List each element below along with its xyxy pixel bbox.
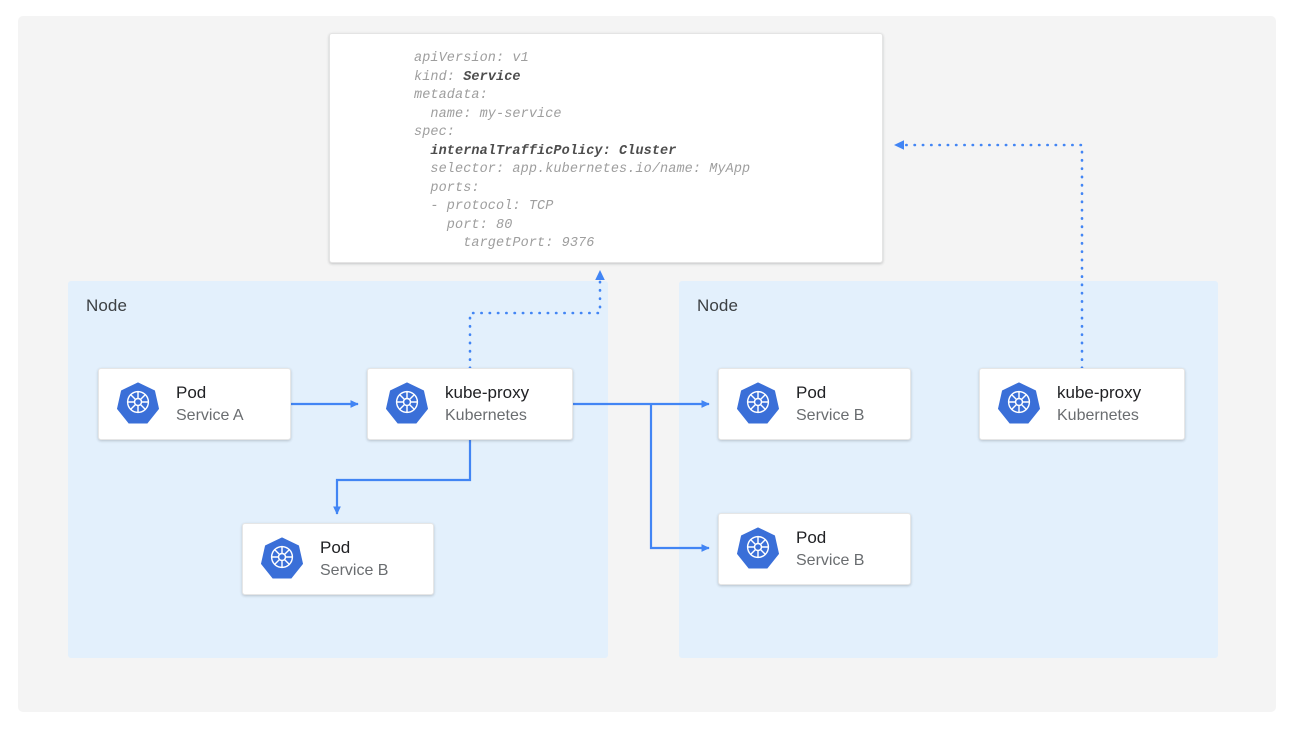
card-subtitle: Service B — [320, 561, 389, 579]
yaml-line-ports: ports: — [430, 180, 480, 196]
yaml-line-internaltrafficpolicy: internalTrafficPolicy: Cluster — [430, 143, 677, 159]
yaml-line-port: port: 80 — [446, 217, 513, 233]
card-text: Pod Service B — [796, 528, 864, 570]
node-container-right — [679, 281, 1218, 658]
yaml-line-targetport: targetPort: 9376 — [414, 236, 595, 251]
service-manifest-panel: apiVersion: v1 kind: Service metadata: n… — [329, 33, 883, 263]
card-text: Pod Service B — [320, 538, 388, 580]
card-subtitle: Kubernetes — [1057, 406, 1139, 424]
card-title: Pod — [320, 537, 351, 557]
card-text: kube-proxy Kubernetes — [1057, 383, 1141, 425]
card-pod-service-b-left[interactable]: Pod Service B — [242, 523, 434, 595]
card-text: Pod Service B — [796, 383, 864, 425]
card-text: kube-proxy Kubernetes — [445, 383, 529, 425]
card-pod-service-b-top[interactable]: Pod Service B — [718, 368, 911, 440]
card-pod-service-b-bottom[interactable]: Pod Service B — [718, 513, 911, 585]
yaml-line-spec: spec: — [414, 125, 456, 140]
card-subtitle: Service B — [796, 406, 865, 424]
yaml-line-selector: selector: app.kubernetes.io/name: MyApp — [430, 162, 751, 177]
yaml-line-name: name: my-service — [430, 106, 562, 122]
kubernetes-icon — [385, 380, 429, 429]
kubernetes-icon — [736, 525, 780, 574]
node-label-left: Node — [86, 296, 128, 315]
card-title: kube-proxy — [1057, 382, 1142, 402]
kubernetes-icon — [260, 535, 304, 584]
kubernetes-icon — [116, 380, 160, 429]
card-kube-proxy-left[interactable]: kube-proxy Kubernetes — [367, 368, 573, 440]
node-label-right: Node — [697, 296, 739, 315]
yaml-line-protocol: - protocol: TCP — [430, 199, 554, 214]
service-manifest-code: apiVersion: v1 kind: Service metadata: n… — [330, 34, 882, 254]
card-pod-service-a[interactable]: Pod Service A — [98, 368, 291, 440]
card-kube-proxy-right[interactable]: kube-proxy Kubernetes — [979, 368, 1185, 440]
card-title: Pod — [796, 527, 827, 547]
yaml-line-apiversion: apiVersion: v1 — [414, 51, 529, 66]
card-text: Pod Service A — [176, 383, 244, 425]
card-subtitle: Service A — [176, 406, 244, 424]
card-title: Pod — [796, 382, 827, 402]
kubernetes-icon — [736, 380, 780, 429]
card-subtitle: Service B — [796, 551, 865, 569]
yaml-line-kind: kind: Service — [414, 69, 521, 85]
node-container-left — [68, 281, 608, 658]
card-title: Pod — [176, 382, 207, 402]
card-subtitle: Kubernetes — [445, 406, 527, 424]
kubernetes-icon — [997, 380, 1041, 429]
yaml-line-metadata: metadata: — [414, 88, 488, 103]
card-title: kube-proxy — [445, 382, 530, 402]
